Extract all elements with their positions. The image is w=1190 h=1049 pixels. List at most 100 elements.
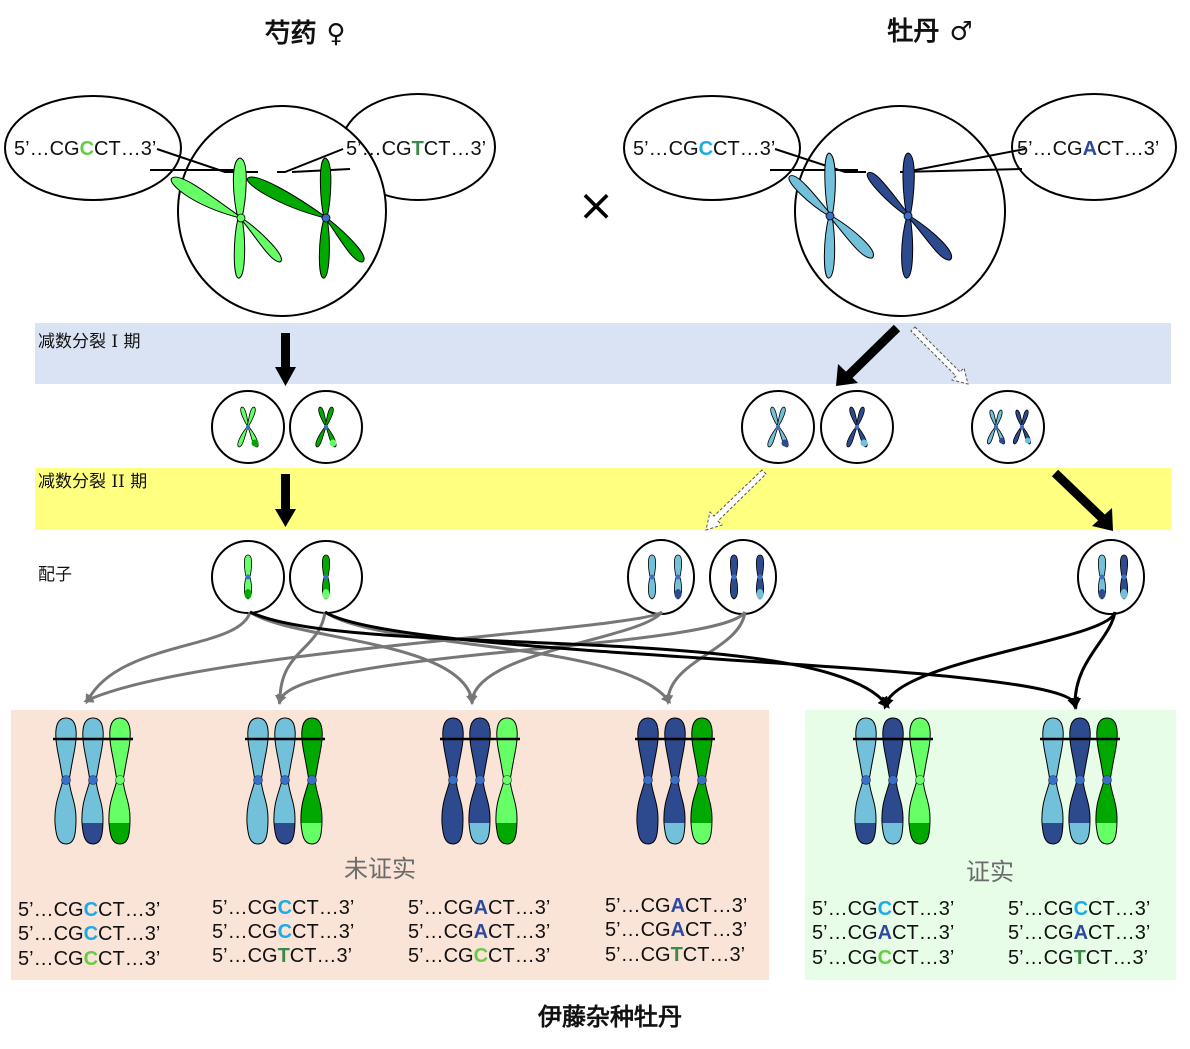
chromosome-dark-green: [1095, 717, 1118, 845]
seq-variant-base: A: [1083, 138, 1097, 160]
seq-variant-base: A: [671, 895, 685, 917]
meiosis1-cell-female-a: [211, 390, 285, 464]
chromosome-light-green: [170, 157, 282, 279]
confirmed-label: 证实: [966, 858, 1014, 886]
seq-variant-base: C: [699, 138, 713, 160]
stage-label-meiosis2: 减数分裂 II 期: [38, 472, 147, 492]
centromere: [307, 775, 317, 785]
chromosome-dark-green: [246, 157, 365, 279]
chromatid-dark-blue: [755, 554, 765, 600]
meiosis1-cell-female-b: [289, 390, 363, 464]
seq-variant-base: C: [278, 897, 292, 919]
connector-gray: [85, 611, 252, 705]
meiosis2-band: [35, 468, 1171, 530]
offspring-sequence: 5’…CGCCT…3’: [18, 948, 160, 970]
gamete-cell-female-a: [211, 540, 285, 614]
diagram-caption: 伊藤杂种牡丹: [537, 1002, 682, 1031]
chromosome-light-green: [908, 717, 931, 845]
seq-variant-base: A: [878, 922, 892, 944]
offspring-sequence: 5’…CGCCT…3’: [812, 947, 954, 969]
arrow-male-meiosis1-dashed: [910, 326, 969, 385]
chromatid-dark-green: [321, 554, 331, 600]
chromosome-light-blue: [246, 717, 269, 845]
offspring-sequence: 5’…CGACT…3’: [408, 897, 550, 919]
chromosome-dark-blue: [663, 717, 686, 845]
seq-variant-base: A: [474, 921, 488, 943]
seq-variant-base: T: [671, 944, 683, 966]
seq-variant-base: C: [278, 921, 292, 943]
offspring-sequence: 5’…CGACT…3’: [408, 921, 550, 943]
callout-bubble-right: [1011, 93, 1177, 201]
seq-variant-base: A: [474, 897, 488, 919]
female-symbol-icon: ♀: [327, 19, 346, 49]
centromere: [115, 775, 125, 785]
offspring-sequence: 5’…CGTCT…3’: [212, 945, 352, 967]
male-seq-right: 5’…CGACT…3’: [1017, 138, 1159, 160]
centromere: [670, 775, 680, 785]
chromosome-dark-blue: [636, 717, 659, 845]
meiosis1-band: [35, 323, 1171, 384]
offspring-sequence: 5’…CGCCT…3’: [812, 898, 954, 920]
chromatid-light-blue: [673, 554, 683, 600]
centromere: [1102, 775, 1112, 785]
centromere: [915, 775, 925, 785]
gamete-cell-male-unreduced: [1077, 539, 1145, 615]
gamete-cell-male-b: [709, 539, 777, 615]
centromere: [61, 775, 71, 785]
confirmed-offspring-2: 5’…CGCCT…3’5’…CGACT…3’5’…CGTCT…3’: [1008, 717, 1150, 969]
unconfirmed-offspring-1: 5’…CGCCT…3’5’…CGCCT…3’5’…CGCCT…3’: [18, 717, 160, 970]
connector-gray: [324, 610, 672, 704]
unconfirmed-offspring-2: 5’…CGCCT…3’5’…CGCCT…3’5’…CGTCT…3’: [212, 717, 354, 967]
seq-variant-base: C: [80, 138, 94, 160]
seq-variant-base: C: [474, 945, 488, 967]
meiosis1-cell-male-unreduced: [971, 390, 1045, 464]
chromosome-light-blue: [986, 409, 1006, 445]
centromere: [697, 775, 707, 785]
chromosome-light-blue: [54, 717, 77, 845]
offspring-sequence: 5’…CGCCT…3’: [18, 923, 160, 945]
offspring-sequence: 5’…CGCCT…3’: [212, 897, 354, 919]
male-symbol-icon: ♂: [949, 17, 972, 47]
connector-gray: [277, 610, 747, 705]
seq-variant-base: C: [878, 898, 892, 920]
unconfirmed-offspring-3: 5’…CGACT…3’5’…CGACT…3’5’…CGCCT…3’: [408, 717, 550, 967]
centromere: [475, 775, 485, 785]
stage-label-gamete: 配子: [38, 565, 72, 585]
connector-gray: [275, 611, 327, 705]
seq-variant-base: C: [878, 947, 892, 969]
cell-membrane: [1077, 539, 1145, 615]
connector-black: [249, 610, 890, 709]
centromere: [888, 775, 898, 785]
connector-gray: [83, 610, 663, 703]
callout-bubble-left: [623, 95, 801, 201]
seq-variant-base: T: [412, 138, 424, 160]
arrow-male-meiosis1-main: [836, 324, 901, 386]
seq-variant-base: A: [1074, 922, 1088, 944]
male-parent-cell: 5’…CGCCT…3’ 5’…CGACT…3’: [623, 93, 1177, 317]
centromere: [643, 775, 653, 785]
female-seq-right: 5’…CGTCT…3’: [346, 138, 486, 160]
chromosome-light-blue: [1041, 717, 1064, 845]
chromatid-light-blue: [1097, 554, 1107, 600]
offspring-sequence: 5’…CGTCT…3’: [605, 944, 745, 966]
chromosome-dark-green: [690, 717, 713, 845]
callout-bubble-left: [4, 95, 182, 201]
chromosome-dark-green: [300, 717, 323, 845]
connector-black: [324, 610, 1079, 710]
chromosome-dark-green: [315, 406, 337, 448]
unconfirmed-offspring-4: 5’…CGACT…3’5’…CGACT…3’5’…CGTCT…3’: [605, 717, 747, 966]
chromosome-light-blue: [854, 717, 877, 845]
cross-symbol: ×: [578, 180, 615, 231]
connector-gray: [249, 610, 476, 705]
offspring-sequence: 5’…CGCCT…3’: [18, 899, 160, 921]
seq-variant-base: T: [278, 945, 290, 967]
offspring-sequence: 5’…CGACT…3’: [1008, 922, 1150, 944]
chromosome-light-blue: [788, 152, 874, 279]
chromosome-dark-blue: [1012, 409, 1032, 445]
female-parent-cell: 5’…CGCCT…3’ 5’…CGTCT…3’: [4, 93, 496, 317]
chromatid-dark-blue: [729, 554, 739, 600]
cell-membrane: [627, 539, 695, 615]
female-parent-title: 芍药♀: [264, 19, 345, 49]
offspring-sequence: 5’…CGCCT…3’: [408, 945, 550, 967]
